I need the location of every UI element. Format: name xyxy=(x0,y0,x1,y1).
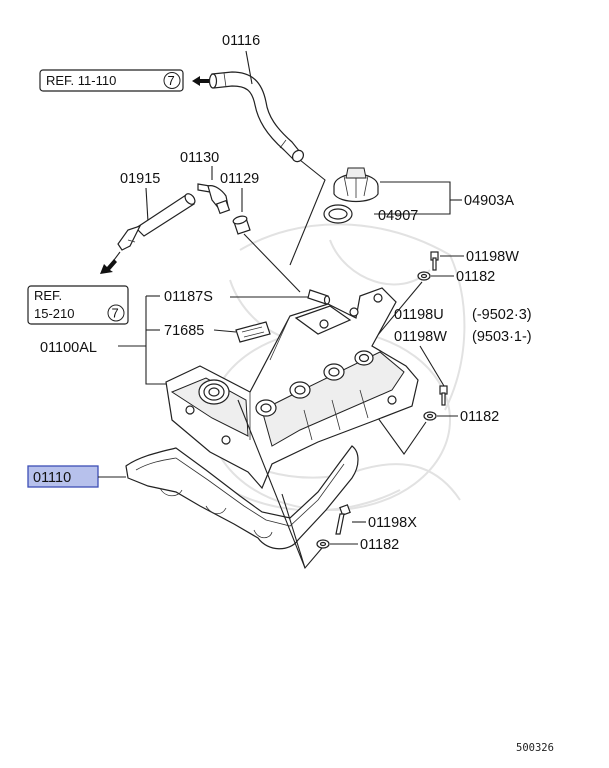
leader-01198u xyxy=(419,345,433,367)
gasket-01110 xyxy=(125,445,359,550)
bracket-01100al xyxy=(145,296,166,385)
label-01129[interactable]: 01129 xyxy=(220,171,259,187)
label-01110-highlight[interactable]: 01110 xyxy=(27,465,99,488)
grommet-01129[interactable] xyxy=(232,215,251,235)
label-01198x[interactable]: 01198X xyxy=(368,515,417,531)
arrow-left-icon xyxy=(192,76,212,86)
leader-washer-cover-mid xyxy=(377,417,427,455)
ref-box-15-210[interactable]: REF. 15-210 7 xyxy=(27,285,129,325)
washer-01182-bottom[interactable] xyxy=(316,539,330,549)
leader-71685 xyxy=(213,329,237,333)
leader-cap-bracket xyxy=(374,181,451,215)
label-71685[interactable]: 71685 xyxy=(164,323,204,339)
breather-hose-01116[interactable] xyxy=(208,71,306,164)
label-01100al[interactable]: 01100AL xyxy=(40,340,97,356)
cylinder-head-cover-01100al[interactable] xyxy=(125,287,419,550)
label-04907[interactable]: 04907 xyxy=(378,208,418,224)
ref-left-line1: REF. xyxy=(34,288,62,303)
arrow-down-left-icon xyxy=(100,259,117,274)
label-01182-mid[interactable]: 01182 xyxy=(460,409,499,425)
washer-01182-top[interactable] xyxy=(417,271,431,281)
tube-01187s[interactable] xyxy=(307,289,331,305)
vent-hose-01915[interactable] xyxy=(117,192,197,251)
label-04903a[interactable]: 04903A xyxy=(464,193,514,209)
label-01182-top[interactable]: 01182 xyxy=(456,269,495,285)
label-01198u-range: (-9502·3) xyxy=(472,307,532,323)
bolt-01198w-top[interactable] xyxy=(430,251,439,271)
ref-left-circle: 7 xyxy=(112,306,119,321)
label-01110: 01110 xyxy=(33,470,71,486)
bolt-01198x[interactable] xyxy=(335,504,351,535)
leader-washer-cover-top xyxy=(371,281,423,343)
leader-hose-cover xyxy=(289,159,326,266)
ref-box-text: REF. 11-110 xyxy=(46,73,116,88)
label-01198w-mid[interactable]: 01198W xyxy=(394,329,447,345)
label-01198w-mid-range: (9503·1-) xyxy=(472,329,532,345)
label-01198w-top[interactable]: 01198W xyxy=(466,249,519,265)
diagram-number: 500326 xyxy=(516,742,554,754)
label-01187s[interactable]: 01187S xyxy=(164,289,213,305)
label-01915[interactable]: 01915 xyxy=(120,171,160,187)
ref-circle-number: 7 xyxy=(168,73,175,88)
label-01198u[interactable]: 01198U xyxy=(394,307,444,323)
oil-filler-cap-04903a[interactable] xyxy=(333,167,379,203)
label-01130[interactable]: 01130 xyxy=(180,150,219,166)
ref-left-line2: 15-210 xyxy=(34,306,74,321)
label-01116[interactable]: 01116 xyxy=(222,33,260,49)
caution-plate-71685[interactable] xyxy=(235,321,271,343)
leader-01116 xyxy=(245,50,253,85)
leader-grommet-cover xyxy=(243,233,301,293)
ref-box-11-110[interactable]: REF. 11-110 7 xyxy=(39,69,184,92)
label-01182-bottom[interactable]: 01182 xyxy=(360,537,399,553)
pcv-valve-01130[interactable] xyxy=(197,183,231,215)
leader-bottom-converge-2 xyxy=(281,493,306,569)
leader-01915 xyxy=(145,187,149,223)
o-ring-04907[interactable] xyxy=(323,204,353,224)
leader-bolt-mid xyxy=(431,365,445,387)
washer-01182-mid[interactable] xyxy=(423,411,437,421)
